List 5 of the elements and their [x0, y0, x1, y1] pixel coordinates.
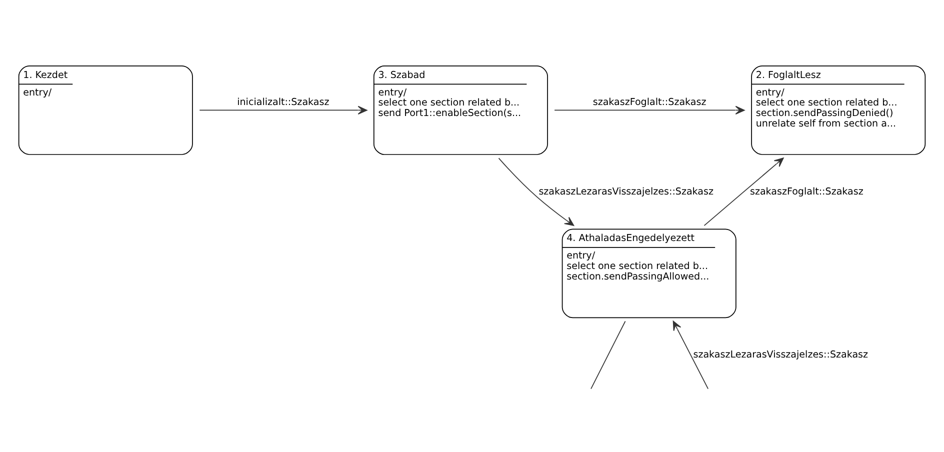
edge-label: inicializalt::Szakasz	[237, 96, 330, 108]
edge-label: szakaszLezarasVisszajelzes::Szakasz	[538, 186, 714, 198]
edge-label: szakaszFoglalt::Szakasz	[592, 96, 706, 108]
edge-label: szakaszLezarasVisszajelzes::Szakasz	[693, 349, 868, 360]
edge-label: szakaszFoglalt::Szakasz	[750, 186, 864, 198]
